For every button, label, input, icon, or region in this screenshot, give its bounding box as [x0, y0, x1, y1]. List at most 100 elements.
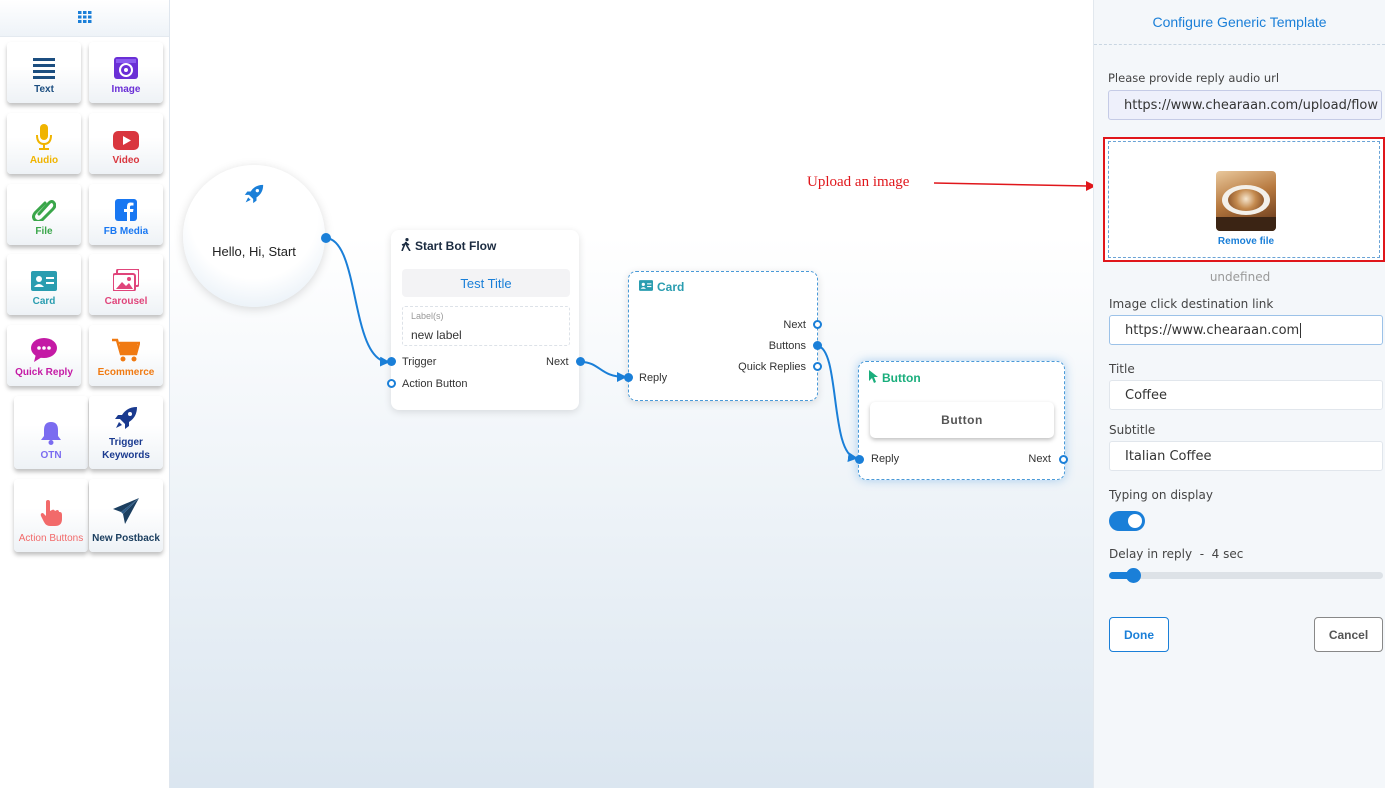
tool-ecommerce[interactable]: Ecommerce: [89, 325, 163, 386]
delay-slider-track[interactable]: [1109, 568, 1383, 583]
start-node-port[interactable]: [321, 233, 331, 243]
labels-value: new label: [411, 328, 462, 342]
buttons-port[interactable]: [813, 341, 822, 350]
id-card-icon: [639, 280, 653, 294]
tool-label: Ecommerce: [97, 367, 155, 378]
cart-icon: [112, 338, 140, 362]
tool-label: OTN: [40, 450, 62, 461]
tool-label: Action Buttons: [18, 533, 84, 544]
link-label: Image click destination link: [1109, 297, 1274, 311]
done-button[interactable]: Done: [1109, 617, 1169, 652]
connection-layer: [325, 237, 858, 463]
facebook-icon: [115, 199, 137, 221]
tool-audio[interactable]: Audio: [7, 113, 81, 174]
tool-label: Card: [32, 296, 56, 307]
reply-port-label: Reply: [871, 453, 900, 465]
labels-caption: Label(s): [411, 311, 444, 321]
start-bot-flow-node[interactable]: Start Bot Flow Test Title Label(s) new l…: [387, 230, 585, 410]
tool-label: FB Media: [103, 226, 149, 237]
tool-label: Audio: [29, 155, 59, 166]
list-icon: [33, 57, 55, 79]
buttons-port-label: Buttons: [768, 340, 806, 352]
paper-plane-icon: [113, 498, 139, 524]
image-dropzone[interactable]: Remove file: [1103, 137, 1385, 262]
reply-port[interactable]: [855, 455, 864, 464]
upload-annotation-text: Upload an image: [807, 174, 910, 190]
tool-carousel[interactable]: Carousel: [89, 254, 163, 315]
audio-url-label: Please provide reply audio url: [1108, 71, 1280, 85]
subtitle-input[interactable]: Italian Coffee: [1109, 441, 1383, 471]
tool-otn[interactable]: OTN: [14, 396, 88, 469]
link-buttons-to-button-reply[interactable]: [817, 345, 858, 463]
title-input[interactable]: Coffee: [1109, 380, 1383, 410]
link-input-value: https://www.chearaan.com: [1125, 322, 1300, 338]
delay-slider-thumb[interactable]: [1126, 568, 1141, 583]
button-node[interactable]: Button Button Reply Next: [855, 361, 1068, 480]
tool-file[interactable]: File: [7, 184, 81, 245]
cancel-button[interactable]: Cancel: [1314, 617, 1383, 652]
image-icon: [114, 57, 138, 79]
element-toolbar: Text Image Audio Video File FB Media: [0, 0, 170, 788]
tool-fb-media[interactable]: FB Media: [89, 184, 163, 245]
rocket-icon: [244, 184, 264, 207]
grid-menu-icon[interactable]: [77, 10, 92, 26]
remove-file-link[interactable]: Remove file: [1217, 236, 1275, 247]
quick-replies-port[interactable]: [813, 362, 822, 371]
audio-url-input[interactable]: https://www.chearaan.com/upload/flow: [1108, 90, 1382, 120]
panel-title: Configure Generic Template: [1094, 0, 1385, 45]
tool-label: File: [35, 226, 53, 237]
tool-trigger-keywords[interactable]: Trigger Keywords: [89, 396, 163, 469]
action-button-port-label: Action Button: [402, 378, 468, 390]
configure-panel: Configure Generic Template Please provid…: [1093, 0, 1385, 788]
next-port[interactable]: [1059, 455, 1068, 464]
typing-label: Typing on display: [1109, 488, 1213, 502]
delay-label: Delay in reply - 4 sec: [1109, 547, 1244, 561]
text-cursor: [1300, 322, 1302, 338]
trigger-port[interactable]: [387, 357, 396, 366]
tool-card[interactable]: Card: [7, 254, 81, 315]
tool-image[interactable]: Image: [89, 42, 163, 103]
button-preview[interactable]: Button: [870, 402, 1054, 438]
tool-new-postback[interactable]: New Postback: [89, 479, 163, 552]
tool-label: Text: [34, 84, 54, 95]
start-node[interactable]: Hello, Hi, Start: [183, 165, 325, 307]
link-input[interactable]: https://www.chearaan.com: [1109, 315, 1383, 345]
reply-port[interactable]: [624, 373, 633, 382]
microphone-icon: [35, 124, 53, 150]
paperclip-icon: [32, 197, 56, 221]
card-node[interactable]: Card Next Buttons Quick Replies Reply: [624, 271, 822, 401]
typing-toggle[interactable]: [1109, 511, 1145, 531]
bell-icon: [40, 421, 62, 445]
tool-label: Image: [111, 84, 141, 95]
next-port[interactable]: [576, 357, 585, 366]
tool-label: Video: [112, 155, 140, 166]
node-title: Card: [657, 280, 685, 294]
tool-label: Carousel: [104, 296, 148, 307]
title-label: Title: [1109, 362, 1135, 376]
reply-port-label: Reply: [639, 372, 668, 384]
toolbar-header: [0, 0, 169, 37]
test-title-field[interactable]: Test Title: [402, 269, 570, 297]
subtitle-label: Subtitle: [1109, 423, 1156, 437]
id-card-icon: [31, 271, 57, 291]
tool-action-buttons[interactable]: Action Buttons: [14, 479, 88, 552]
tool-video[interactable]: Video: [89, 113, 163, 174]
node-title: Button: [882, 371, 921, 385]
cursor-icon: [869, 370, 878, 386]
undefined-text: undefined: [1209, 270, 1271, 284]
chat-bubble-icon: [31, 338, 57, 362]
link-start-to-trigger[interactable]: [325, 237, 390, 367]
labels-field[interactable]: Label(s) new label: [402, 306, 570, 346]
flow-canvas[interactable]: Hello, Hi, Start Start Bot Flow Test Tit…: [170, 0, 1093, 788]
next-port-label: Next: [546, 356, 569, 368]
next-port[interactable]: [813, 320, 822, 329]
tool-quick-reply[interactable]: Quick Reply: [7, 325, 81, 386]
next-port-label: Next: [783, 319, 806, 331]
annotation-arrow: [933, 181, 1096, 191]
link-next-to-card-reply[interactable]: [580, 361, 627, 382]
tool-label: Trigger Keywords: [102, 437, 150, 461]
start-node-text: Hello, Hi, Start: [212, 244, 296, 259]
images-icon: [113, 269, 139, 291]
tool-text[interactable]: Text: [7, 42, 81, 103]
action-button-port[interactable]: [387, 379, 396, 388]
